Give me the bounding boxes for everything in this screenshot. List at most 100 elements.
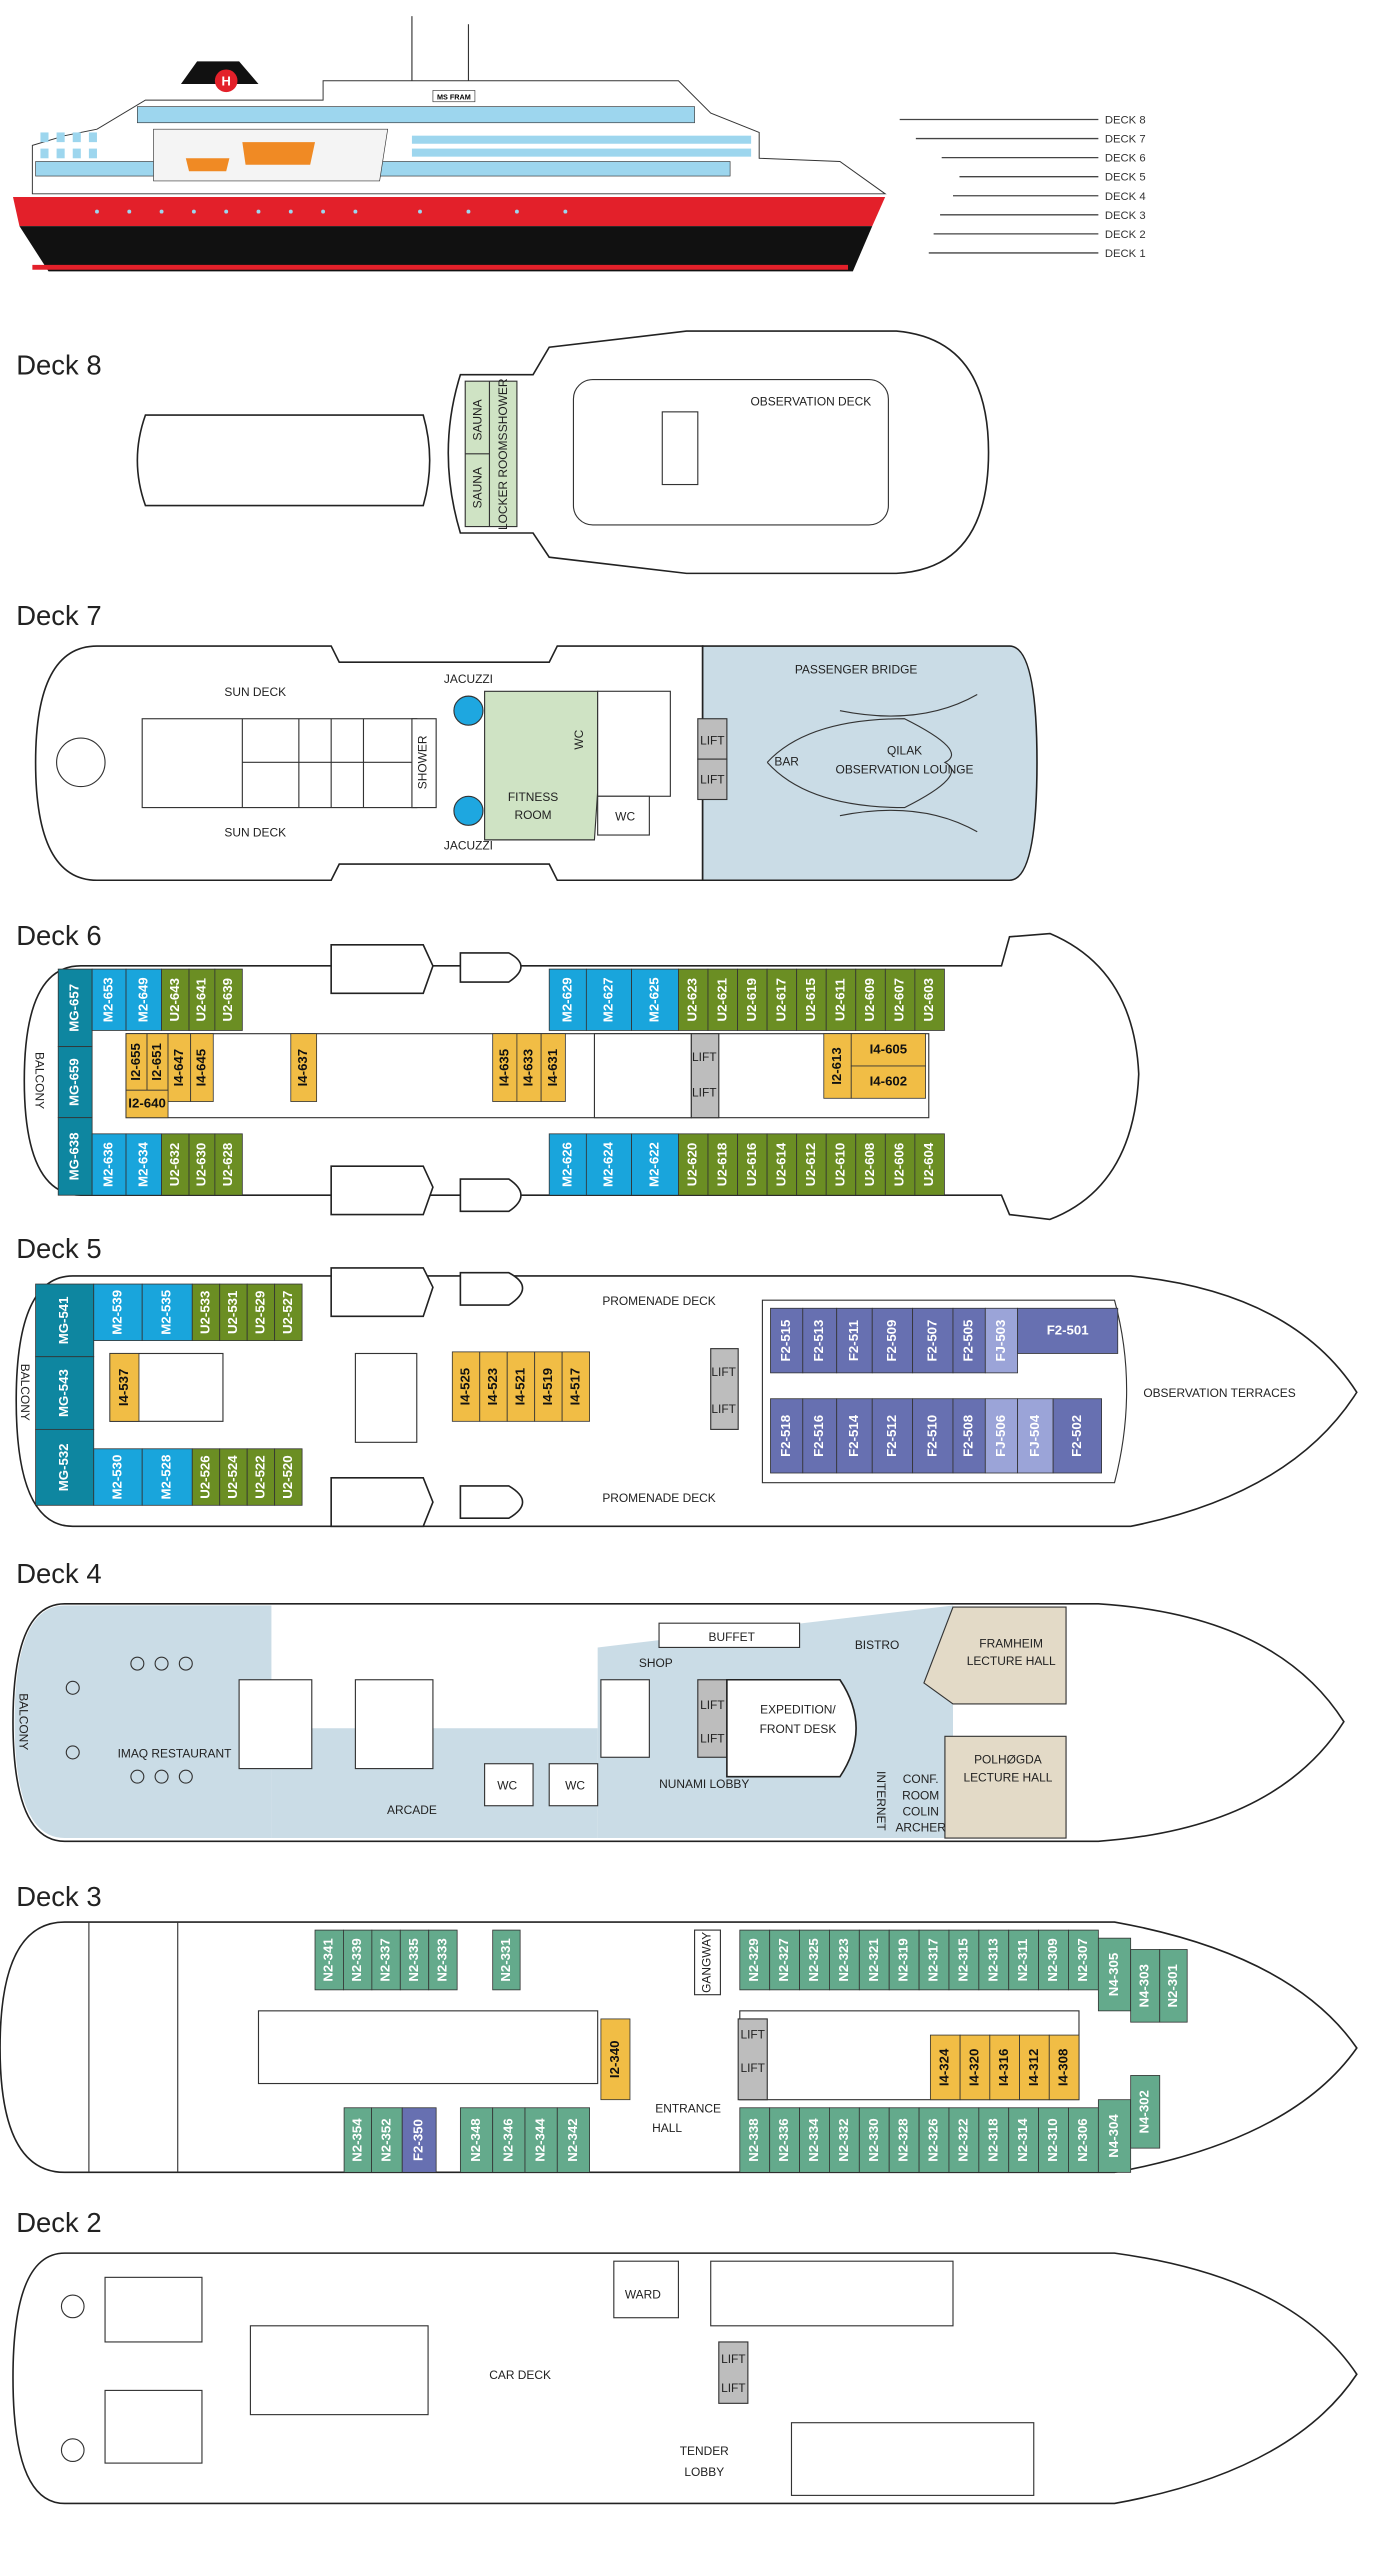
cabin-i4-308[interactable]: I4-308 bbox=[1048, 2034, 1080, 2101]
cabin-box[interactable] bbox=[219, 1283, 248, 1341]
cabin-u2-614[interactable]: U2-614 bbox=[766, 1133, 798, 1196]
cabin-box[interactable] bbox=[93, 1448, 143, 1506]
cabin-m2-535[interactable]: M2-535 bbox=[141, 1283, 193, 1341]
cabin-u2-619[interactable]: U2-619 bbox=[737, 968, 768, 1031]
cabin-u2-641[interactable]: U2-641 bbox=[188, 968, 216, 1031]
cabin-n2-311[interactable]: N2-311 bbox=[1008, 1929, 1040, 1991]
cabin-box[interactable] bbox=[631, 968, 679, 1031]
cabin-box[interactable] bbox=[871, 1398, 914, 1474]
cabin-box[interactable] bbox=[825, 968, 857, 1031]
cabin-box[interactable] bbox=[929, 2034, 961, 2101]
cabin-n2-306[interactable]: N2-306 bbox=[1068, 2107, 1099, 2173]
cabin-box[interactable] bbox=[737, 1133, 768, 1196]
cabin-box[interactable] bbox=[850, 1065, 926, 1099]
cabin-i4-633[interactable]: I4-633 bbox=[516, 1033, 542, 1102]
cabin-box[interactable] bbox=[516, 1033, 542, 1102]
cabin-mg-543[interactable]: MG-543 bbox=[35, 1356, 95, 1430]
cabin-box[interactable] bbox=[214, 968, 243, 1031]
cabin-box[interactable] bbox=[161, 968, 190, 1031]
cabin-n4-303[interactable]: N4-303 bbox=[1130, 1949, 1161, 2023]
cabin-f2-513[interactable]: F2-513 bbox=[802, 1307, 838, 1374]
cabin-box[interactable] bbox=[35, 1428, 95, 1506]
cabin-n2-323[interactable]: N2-323 bbox=[829, 1929, 860, 1991]
cabin-box[interactable] bbox=[1130, 1949, 1161, 2023]
cabin-n2-348[interactable]: N2-348 bbox=[459, 2107, 494, 2173]
cabin-box[interactable] bbox=[371, 1929, 401, 1991]
cabin-f2-505[interactable]: F2-505 bbox=[952, 1307, 986, 1374]
cabin-i4-602[interactable]: I4-602 bbox=[850, 1065, 926, 1099]
cabin-box[interactable] bbox=[492, 1033, 518, 1102]
cabin-mg-638[interactable]: MG-638 bbox=[57, 1117, 93, 1196]
cabin-box[interactable] bbox=[912, 1307, 954, 1374]
cabin-box[interactable] bbox=[678, 968, 709, 1031]
cabin-box[interactable] bbox=[1017, 1398, 1054, 1474]
cabin-box[interactable] bbox=[188, 968, 216, 1031]
cabin-box[interactable] bbox=[479, 1351, 508, 1422]
cabin-box[interactable] bbox=[1017, 1307, 1119, 1354]
cabin-box[interactable] bbox=[459, 2107, 494, 2173]
cabin-u2-526[interactable]: U2-526 bbox=[191, 1448, 221, 1506]
cabin-f2-516[interactable]: F2-516 bbox=[802, 1398, 838, 1474]
cabin-box[interactable] bbox=[796, 968, 827, 1031]
cabin-i4-519[interactable]: I4-519 bbox=[534, 1351, 563, 1422]
cabin-m2-539[interactable]: M2-539 bbox=[93, 1283, 143, 1341]
cabin-box[interactable] bbox=[214, 1133, 243, 1196]
cabin-n2-339[interactable]: N2-339 bbox=[343, 1929, 373, 1991]
cabin-f2-512[interactable]: F2-512 bbox=[871, 1398, 914, 1474]
cabin-m2-622[interactable]: M2-622 bbox=[631, 1133, 679, 1196]
cabin-m2-629[interactable]: M2-629 bbox=[548, 968, 587, 1031]
cabin-box[interactable] bbox=[524, 2107, 558, 2173]
cabin-f2-515[interactable]: F2-515 bbox=[770, 1307, 804, 1374]
cabin-box[interactable] bbox=[858, 1929, 890, 1991]
cabin-n4-302[interactable]: N4-302 bbox=[1130, 2075, 1161, 2149]
cabin-box[interactable] bbox=[600, 2018, 631, 2101]
cabin-i2-640[interactable]: I2-640 bbox=[125, 1089, 169, 1119]
cabin-n2-319[interactable]: N2-319 bbox=[888, 1929, 920, 1991]
cabin-n2-313[interactable]: N2-313 bbox=[978, 1929, 1010, 1991]
cabin-n2-346[interactable]: N2-346 bbox=[492, 2107, 526, 2173]
cabin-n2-338[interactable]: N2-338 bbox=[739, 2107, 771, 2173]
cabin-u2-643[interactable]: U2-643 bbox=[161, 968, 190, 1031]
cabin-f2-510[interactable]: F2-510 bbox=[912, 1398, 954, 1474]
cabin-n2-309[interactable]: N2-309 bbox=[1038, 1929, 1069, 1991]
cabin-box[interactable] bbox=[274, 1448, 303, 1506]
cabin-m2-634[interactable]: M2-634 bbox=[125, 1133, 162, 1196]
cabin-box[interactable] bbox=[548, 1133, 587, 1196]
cabin-f2-507[interactable]: F2-507 bbox=[912, 1307, 954, 1374]
cabin-box[interactable] bbox=[918, 1929, 950, 1991]
cabin-box[interactable] bbox=[737, 968, 768, 1031]
cabin-box[interactable] bbox=[246, 1448, 276, 1506]
cabin-u2-606[interactable]: U2-606 bbox=[884, 1133, 916, 1196]
cabin-i4-525[interactable]: I4-525 bbox=[451, 1351, 481, 1422]
cabin-u2-608[interactable]: U2-608 bbox=[855, 1133, 886, 1196]
cabin-n2-310[interactable]: N2-310 bbox=[1038, 2107, 1069, 2173]
cabin-u2-611[interactable]: U2-611 bbox=[825, 968, 857, 1031]
cabin-i4-521[interactable]: I4-521 bbox=[506, 1351, 536, 1422]
cabin-mg-532[interactable]: MG-532 bbox=[35, 1428, 95, 1506]
cabin-n2-307[interactable]: N2-307 bbox=[1068, 1929, 1099, 1991]
cabin-box[interactable] bbox=[829, 1929, 860, 1991]
cabin-box[interactable] bbox=[770, 1398, 804, 1474]
cabin-mg-541[interactable]: MG-541 bbox=[35, 1283, 95, 1358]
cabin-n2-344[interactable]: N2-344 bbox=[524, 2107, 558, 2173]
cabin-n2-337[interactable]: N2-337 bbox=[371, 1929, 401, 1991]
cabin-i4-537[interactable]: I4-537 bbox=[109, 1353, 140, 1422]
cabin-m2-627[interactable]: M2-627 bbox=[585, 968, 632, 1031]
cabin-box[interactable] bbox=[884, 1133, 916, 1196]
cabin-box[interactable] bbox=[556, 2107, 590, 2173]
cabin-u2-604[interactable]: U2-604 bbox=[914, 1133, 945, 1196]
cabin-box[interactable] bbox=[799, 1929, 830, 1991]
cabin-box[interactable] bbox=[399, 1929, 430, 1991]
cabin-box[interactable] bbox=[548, 968, 587, 1031]
cabin-box[interactable] bbox=[585, 968, 632, 1031]
cabin-f2-501[interactable]: F2-501 bbox=[1017, 1307, 1119, 1354]
cabin-box[interactable] bbox=[401, 2107, 437, 2173]
cabin-box[interactable] bbox=[141, 1283, 193, 1341]
cabin-box[interactable] bbox=[769, 2107, 800, 2173]
cabin-i4-645[interactable]: I4-645 bbox=[190, 1033, 214, 1102]
cabin-u2-603[interactable]: U2-603 bbox=[914, 968, 945, 1031]
cabin-box[interactable] bbox=[739, 1929, 771, 1991]
cabin-box[interactable] bbox=[952, 1398, 986, 1474]
cabin-box[interactable] bbox=[561, 1351, 590, 1422]
cabin-m2-626[interactable]: M2-626 bbox=[548, 1133, 587, 1196]
